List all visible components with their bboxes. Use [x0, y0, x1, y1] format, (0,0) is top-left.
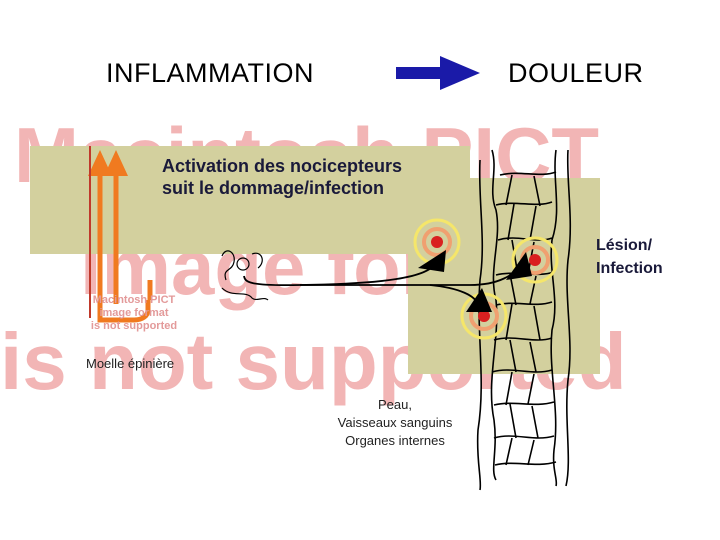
orange-pathway	[97, 176, 153, 323]
callout-line-1: Activation des nocicepteurs	[162, 156, 403, 176]
small-watermark: Macintosh PICT image format is not suppo…	[84, 294, 184, 333]
arrowhead-bottom-icon	[466, 288, 492, 312]
orange-arrowhead-right-icon	[104, 150, 128, 176]
tissue-label-line-2: Vaisseaux sanguins	[337, 415, 453, 430]
tissue-label-line-3: Organes internes	[345, 433, 445, 448]
tissue-label-line-1: Peau,	[378, 397, 412, 412]
ganglion-icon	[221, 250, 269, 301]
blue-arrow-icon	[396, 56, 480, 90]
arrowhead-top-icon	[418, 250, 446, 272]
tissue-label: Peau, Vaisseaux sanguins Organes interne…	[330, 396, 460, 450]
small-watermark-line-3: is not supported	[90, 320, 178, 332]
douleur-title: DOULEUR	[508, 58, 644, 88]
lesion-label-line-2: Infection	[596, 260, 663, 277]
orange-arrowhead-left-icon	[88, 150, 112, 176]
skin-tissue	[476, 149, 572, 491]
small-watermark-line-1: Macintosh PICT	[92, 294, 176, 306]
lesion-label-line-1: Lésion/	[596, 237, 653, 254]
callout-line-2: suit le dommage/infection	[162, 178, 385, 198]
inflammation-title: INFLAMMATION	[106, 58, 314, 88]
small-watermark-line-2: image format	[99, 307, 169, 319]
spinal-cord-label: Moelle épinière	[86, 356, 175, 371]
lesion-label: Lésion/ Infection	[596, 234, 663, 280]
arrowhead-right-icon	[506, 252, 532, 280]
callout-text: Activation des nocicepteurs suit le domm…	[162, 155, 402, 199]
